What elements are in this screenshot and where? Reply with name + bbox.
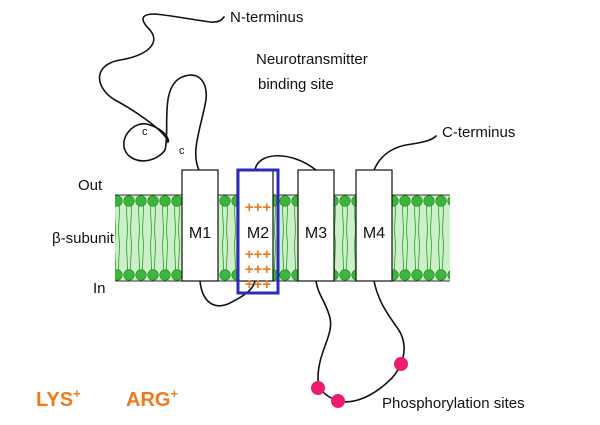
in-label: In [93, 280, 106, 297]
m2-charge: +++ [245, 276, 272, 293]
binding-site-label-line2: binding site [258, 76, 334, 93]
lys-name: LYS [36, 389, 73, 411]
segment-m2 [236, 169, 274, 282]
binding-site-label-line1: Neurotransmitter [256, 51, 368, 68]
phosphorylation-label: Phosphorylation sites [382, 395, 525, 412]
segment-label-m2: M2 [247, 225, 269, 242]
arg-charge: + [170, 386, 178, 401]
m2-charge: +++ [245, 246, 272, 263]
cysteine-label: c [142, 126, 148, 138]
arg-name: ARG [126, 389, 170, 411]
segment-label-m1: M1 [189, 225, 211, 242]
m2-charge: +++ [245, 261, 272, 278]
phospho-site [331, 394, 345, 408]
m2-highlight-box [236, 168, 280, 295]
cysteine-label: c [179, 145, 185, 157]
c-terminus-label: C-terminus [442, 124, 515, 141]
segment-label-m4: M4 [363, 225, 385, 242]
phospho-site [311, 381, 325, 395]
beta-subunit-label: β-subunit [52, 230, 115, 247]
transmembrane-segments [181, 168, 393, 295]
membrane [115, 194, 450, 282]
n-terminus-label: N-terminus [230, 9, 303, 26]
m2-charge: +++ [245, 199, 272, 216]
segment-m4 [355, 169, 393, 282]
out-label: Out [78, 177, 103, 194]
segment-label-m3: M3 [305, 225, 327, 242]
phospho-site [394, 357, 408, 371]
segment-m1 [181, 169, 219, 282]
lys-charge: + [73, 386, 81, 401]
phosphorylation-sites [311, 357, 408, 408]
lys-residue-label: LYS+ [36, 386, 81, 411]
segment-m3 [297, 169, 335, 282]
arg-residue-label: ARG+ [126, 386, 178, 411]
